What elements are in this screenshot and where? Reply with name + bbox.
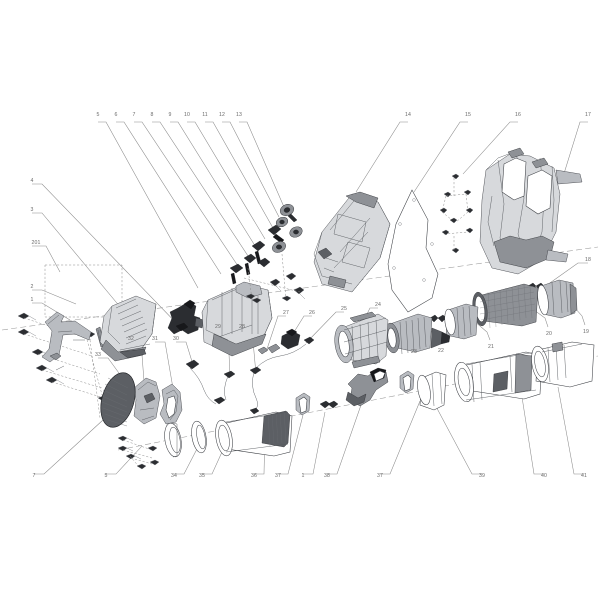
callout-21: 21 bbox=[488, 344, 494, 350]
part-ring-34 bbox=[164, 422, 182, 458]
callout-3: 3 bbox=[31, 207, 34, 213]
callout-4: 4 bbox=[31, 178, 34, 184]
part-control-block bbox=[167, 299, 205, 335]
callout-16: 16 bbox=[515, 112, 521, 118]
fastener-12 bbox=[275, 216, 289, 228]
callout-20: 20 bbox=[546, 331, 552, 337]
callout-29: 29 bbox=[215, 324, 221, 330]
fastener-9 bbox=[251, 240, 266, 265]
callout-bottom-1: 1 bbox=[302, 473, 305, 479]
part-nozzle-38 bbox=[345, 367, 389, 407]
callout-12: 12 bbox=[219, 112, 225, 118]
callout-35: 35 bbox=[199, 473, 205, 479]
callout-bottom-5: 5 bbox=[105, 473, 108, 479]
part-switch-27 bbox=[257, 328, 301, 355]
part-end-cap-19 bbox=[537, 279, 578, 319]
callout-5: 5 bbox=[97, 112, 100, 118]
fastener-7 bbox=[257, 257, 271, 268]
callout-18: 18 bbox=[585, 257, 591, 263]
callout-25: 25 bbox=[341, 306, 347, 312]
callout-7: 7 bbox=[133, 112, 136, 118]
part-collar-39 bbox=[417, 371, 447, 411]
callout-1: 1 bbox=[31, 297, 34, 303]
callout-40: 40 bbox=[541, 473, 547, 479]
part-end-tube-41 bbox=[531, 341, 595, 388]
callout-8: 8 bbox=[151, 112, 154, 118]
part-bracket-31 bbox=[159, 383, 183, 425]
part-coupler-21 bbox=[444, 303, 479, 340]
part-ring-35 bbox=[191, 420, 207, 454]
callout-32: 32 bbox=[128, 336, 134, 342]
callout-36: 36 bbox=[251, 473, 257, 479]
part-wire-26 bbox=[255, 336, 315, 369]
callout-17: 17 bbox=[585, 112, 591, 118]
part-motor-housing-24 bbox=[334, 311, 389, 369]
callout-14: 14 bbox=[405, 112, 411, 118]
fastener-scatter bbox=[243, 253, 306, 304]
callout-39: 39 bbox=[479, 473, 485, 479]
callout-24: 24 bbox=[375, 302, 381, 308]
gasket-screw-cluster bbox=[439, 173, 474, 254]
part-back-pad bbox=[387, 173, 474, 313]
leader-line-group bbox=[32, 121, 588, 475]
callout-9: 9 bbox=[169, 112, 172, 118]
part-bracket-37b bbox=[399, 370, 415, 394]
part-clip-37a bbox=[295, 392, 311, 416]
part-harness-straps bbox=[479, 147, 583, 275]
part-blower-tube-36 bbox=[215, 410, 293, 457]
callout-23: 23 bbox=[411, 349, 417, 355]
callout-37b: 37 bbox=[377, 473, 383, 479]
part-cable-28 bbox=[249, 366, 262, 415]
part-cable-29 bbox=[223, 370, 236, 401]
part-blower-tube-40 bbox=[454, 351, 543, 403]
callout-201: 201 bbox=[32, 240, 41, 246]
callout-26: 26 bbox=[309, 310, 315, 316]
callout-2: 2 bbox=[31, 284, 34, 290]
part-cord-30 bbox=[185, 359, 226, 405]
part-bracket-32 bbox=[133, 377, 161, 425]
callout-bottom-7: 7 bbox=[33, 473, 36, 479]
callout-27: 27 bbox=[283, 310, 289, 316]
screw-cluster-bottom-left bbox=[117, 435, 160, 470]
callout-34: 34 bbox=[171, 473, 177, 479]
fastener-13 bbox=[279, 204, 298, 223]
part-screw-1b bbox=[319, 400, 339, 409]
part-frame-chassis bbox=[313, 191, 391, 293]
callout-38: 38 bbox=[324, 473, 330, 479]
callout-6: 6 bbox=[115, 112, 118, 118]
callout-label-group: 5 6 7 8 9 10 11 12 13 14 15 16 17 4 3 20… bbox=[31, 112, 591, 479]
callout-10: 10 bbox=[184, 112, 190, 118]
callout-33: 33 bbox=[95, 352, 101, 358]
fastener-10 bbox=[289, 226, 303, 238]
callout-28: 28 bbox=[239, 324, 245, 330]
callout-22: 22 bbox=[438, 348, 444, 354]
fastener-fan-group bbox=[229, 204, 306, 304]
callout-15: 15 bbox=[465, 112, 471, 118]
callout-41: 41 bbox=[581, 473, 587, 479]
callout-31: 31 bbox=[152, 336, 158, 342]
part-rotor-22 bbox=[384, 313, 451, 355]
part-vent-shroud bbox=[99, 295, 157, 362]
fastener-8 bbox=[272, 241, 286, 253]
part-handle-bracket bbox=[41, 311, 92, 371]
callout-13: 13 bbox=[236, 112, 242, 118]
callout-19: 19 bbox=[583, 329, 589, 335]
group-box-201 bbox=[44, 264, 123, 318]
callout-11: 11 bbox=[202, 112, 208, 118]
part-filter-sleeve-20 bbox=[472, 283, 539, 329]
fastener-5 bbox=[229, 263, 244, 285]
callout-30: 30 bbox=[173, 336, 179, 342]
callout-37a: 37 bbox=[275, 473, 281, 479]
part-impeller-33 bbox=[100, 372, 136, 428]
